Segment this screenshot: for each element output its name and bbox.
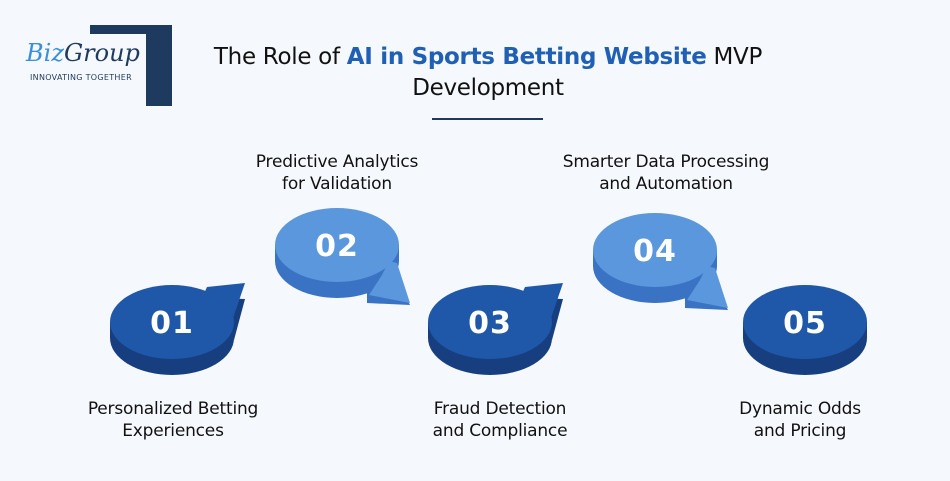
step-number: 05 <box>783 306 827 341</box>
disc-top <box>428 285 552 359</box>
arrow-down-right-icon <box>369 261 410 303</box>
step-disc-01: 01 <box>110 283 245 375</box>
arrow-down-right-icon <box>687 266 728 308</box>
arrow-up-right-icon <box>520 283 563 327</box>
step-disc-04: 04 <box>593 213 728 310</box>
disc-top <box>593 213 717 287</box>
arrow-up-right-icon <box>202 283 245 327</box>
disc-top <box>110 285 234 359</box>
bizgroup-logo: BizGroup INNOVATING TOGETHER <box>20 25 172 106</box>
page-title: The Role of AI in Sports Betting Website… <box>213 44 763 101</box>
step-number: 02 <box>315 229 359 264</box>
step-disc-05: 05 <box>743 285 867 375</box>
disc-top <box>275 208 399 282</box>
logo-tagline: INNOVATING TOGETHER <box>30 73 132 82</box>
title-underline <box>432 118 543 120</box>
title-highlight: AI in Sports Betting Website <box>346 44 707 70</box>
step-disc-02: 02 <box>275 208 410 305</box>
step-number: 01 <box>150 306 194 341</box>
logo-wordmark: BizGroup <box>26 39 142 67</box>
disc-top <box>743 285 867 359</box>
step-disc-03: 03 <box>428 283 563 375</box>
step-number: 04 <box>633 234 677 269</box>
step-number: 03 <box>468 306 512 341</box>
